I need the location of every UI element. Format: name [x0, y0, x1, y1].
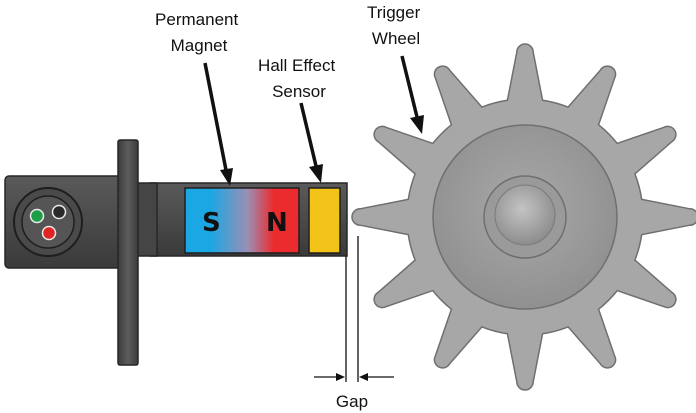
permanent-magnet-label-line1: Permanent — [155, 10, 238, 29]
gap-label: Gap — [336, 392, 368, 411]
magnet-pointer-head — [220, 168, 233, 186]
hall-effect-sensor-label: Hall Effect Sensor — [258, 56, 340, 101]
trigger-wheel — [351, 43, 696, 391]
gap-indicator — [314, 236, 394, 382]
permanent-magnet: S N — [184, 187, 300, 254]
connector-pin-green — [29, 208, 45, 224]
magnet-pointer-line — [203, 62, 228, 171]
wheel-pointer-line — [400, 55, 419, 118]
magnet-bar — [184, 187, 300, 254]
sensor-pointer-head — [309, 164, 323, 183]
magnet-south-pole-label: S — [202, 208, 221, 238]
connector-pin-black — [51, 204, 67, 220]
gap-left-arrowhead — [336, 373, 345, 381]
hall-effect-sensor-label-line2: Sensor — [272, 82, 326, 101]
connector-socket — [21, 195, 75, 249]
hall-effect-sensor-element — [308, 187, 341, 254]
permanent-magnet-label-line2: Magnet — [171, 36, 228, 55]
trigger-wheel-label-line2: Wheel — [372, 29, 420, 48]
magnet-north-pole-label: N — [266, 208, 288, 238]
trigger-wheel-label: Trigger Wheel — [367, 3, 425, 48]
hall-effect-sensor-label-line1: Hall Effect — [258, 56, 335, 75]
wheel-pointer-head — [410, 115, 424, 134]
connector-pin-red — [41, 225, 57, 241]
sensor-collar — [136, 182, 158, 257]
mounting-flange — [117, 139, 139, 366]
sensor-pointer-line — [299, 102, 318, 167]
trigger-wheel-label-line1: Trigger — [367, 3, 421, 22]
permanent-magnet-label: Permanent Magnet — [155, 10, 243, 55]
gap-right-arrowhead — [359, 373, 368, 381]
trigger-wheel-shaft — [494, 184, 556, 246]
label-pointers — [203, 55, 424, 186]
